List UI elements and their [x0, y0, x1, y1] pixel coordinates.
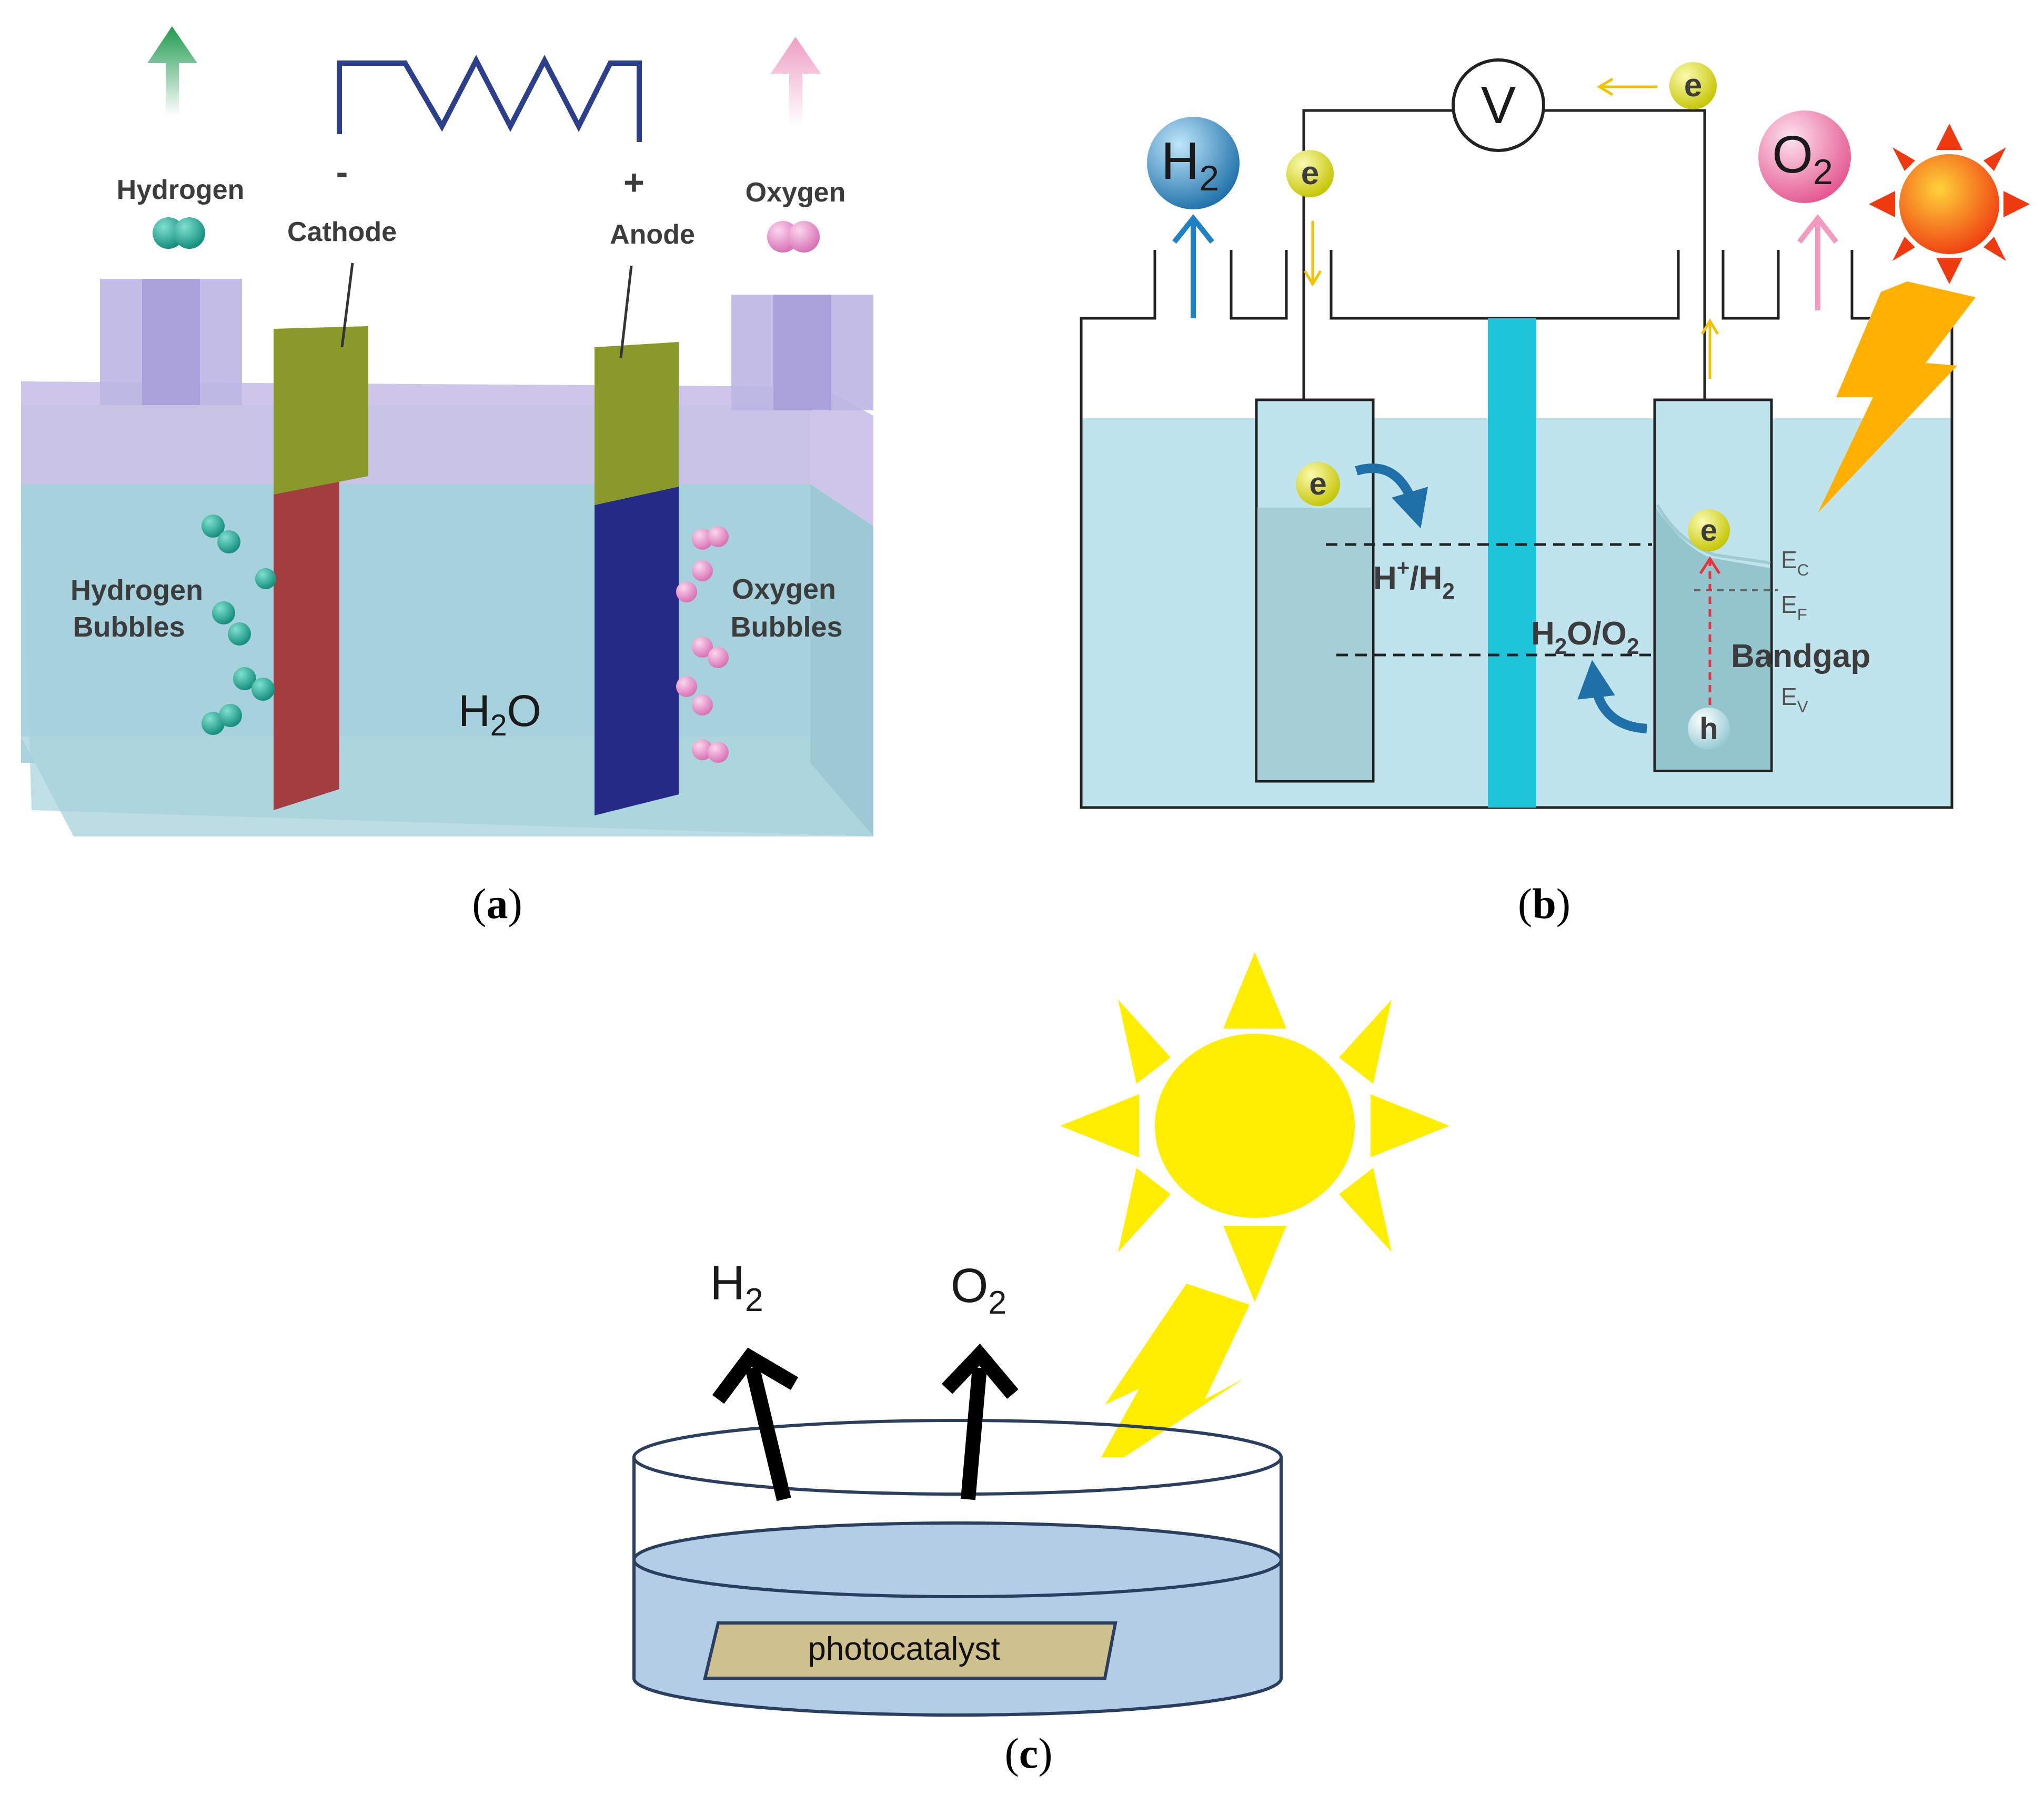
cell-inner-right: [1721, 250, 1780, 320]
oxygen-bubbles-label-1: Oxygen: [732, 573, 836, 605]
panel-c-photocatalysis: photocatalyst H2 O2 (c): [632, 952, 1449, 1777]
electron-icon-cathode: [1296, 462, 1340, 506]
oxygen-arrow-icon: [771, 37, 821, 126]
photocatalyst-plate: [703, 1621, 1117, 1680]
oxygen-bubbles-label-2: Bubbles: [730, 611, 842, 643]
cathode-label: Cathode: [287, 217, 397, 247]
conduction-band-curve: [1656, 504, 1771, 564]
dish-water-surface: [632, 1521, 1283, 1598]
dish-outline: [632, 1457, 1283, 1717]
hydrogen-outlet-inner: [142, 279, 200, 405]
voltmeter-label: V: [1481, 76, 1516, 135]
h2-gas-icon: [1147, 117, 1240, 209]
sun-icon-c: [1060, 952, 1449, 1302]
voltmeter: [1452, 58, 1545, 152]
oxygen-molecule-icon: [767, 221, 820, 253]
hydrogen-bubbles: [202, 515, 276, 735]
caption-b: (b): [1518, 880, 1570, 927]
water-formula-a: H2O: [458, 686, 541, 742]
external-circuit-right: [1544, 109, 1706, 400]
h2-label-c: H2: [710, 1256, 763, 1318]
panel-a-electrolysis: Hydrogen Oxygen - + Cathode Anode Hydrog…: [21, 26, 873, 927]
oxidation-arrow-icon: [1577, 660, 1647, 733]
hydrogen-bubbles-label-2: Bubbles: [73, 611, 185, 643]
electron-flow-arrows: [1303, 77, 1719, 379]
tank-right-side: [810, 484, 873, 836]
electron-icon-left: [1286, 150, 1334, 197]
electron-label-top: e: [1684, 67, 1702, 104]
anode-pointer: [619, 265, 633, 358]
minus-sign: -: [336, 152, 348, 192]
cathode-electrode: [274, 476, 339, 810]
circuit-resistor: [337, 55, 642, 142]
anode-electrode: [595, 487, 679, 815]
photoanode-band: [1656, 508, 1770, 770]
ev-label: EV: [1781, 683, 1808, 716]
electron-icon-anode: [1688, 509, 1730, 551]
oxygen-label: Oxygen: [746, 177, 846, 208]
h2-arrow-icon-c: [712, 1347, 799, 1501]
hydrogen-label: Hydrogen: [117, 175, 245, 205]
o2-gas-label: O2: [1772, 125, 1833, 192]
ec-label: EC: [1781, 546, 1809, 579]
counter-electrode-fill: [1257, 508, 1372, 780]
hole-icon: [1688, 708, 1730, 750]
plus-sign: +: [623, 163, 645, 203]
h-couple-label: H+/H2: [1373, 556, 1455, 603]
external-circuit: [1302, 109, 1452, 400]
lightning-icon-b: [1818, 281, 1976, 513]
hole-label: h: [1699, 712, 1718, 746]
cathode-top: [274, 326, 368, 495]
bandgap-label: Bandgap: [1731, 638, 1870, 674]
o-couple-label: H2O/O2: [1531, 616, 1639, 659]
electron-label-left: e: [1301, 155, 1319, 191]
sun-icon-b: [1869, 124, 2030, 284]
electron-label-cathode: e: [1309, 466, 1326, 501]
excitation-arrow-icon: [1699, 556, 1721, 705]
tank-lid-front: [21, 405, 810, 484]
o2-up-arrow-icon: [1797, 214, 1838, 310]
electron-icon-top: [1669, 62, 1717, 109]
membrane: [1488, 318, 1536, 808]
anode-label: Anode: [610, 219, 695, 250]
hydrogen-molecule-icon: [153, 217, 205, 249]
h2-up-arrow-icon: [1172, 214, 1214, 318]
oxygen-outlet-inner: [773, 295, 831, 410]
caption-a: (a): [472, 880, 522, 927]
photocatalyst-label: photocatalyst: [808, 1631, 1000, 1667]
lightning-icon-c: [1088, 1284, 1250, 1481]
ef-label: EF: [1781, 591, 1807, 624]
h2-gas-label: H2: [1161, 132, 1219, 198]
cathode-pointer: [340, 263, 354, 348]
oxygen-bubbles: [676, 526, 729, 763]
cell-inner-mid: [1330, 250, 1680, 320]
o2-gas-icon: [1758, 110, 1851, 203]
hydrogen-bubbles-label-1: Hydrogen: [71, 574, 203, 606]
tank-front-water: [21, 484, 873, 836]
cell-inner-left: [1230, 250, 1288, 320]
anode-top: [595, 342, 679, 505]
panel-b-photoelectrochemical: V H2 O2 e e e H+/H2 H2O/O2: [1080, 58, 2030, 927]
o2-arrow-icon-c: [941, 1344, 1019, 1500]
caption-c: (c): [1004, 1729, 1052, 1777]
reduction-arrow-icon: [1355, 463, 1428, 529]
hydrogen-arrow-icon: [147, 26, 197, 116]
o2-label-c: O2: [951, 1259, 1006, 1321]
electron-label-anode: e: [1700, 513, 1717, 548]
